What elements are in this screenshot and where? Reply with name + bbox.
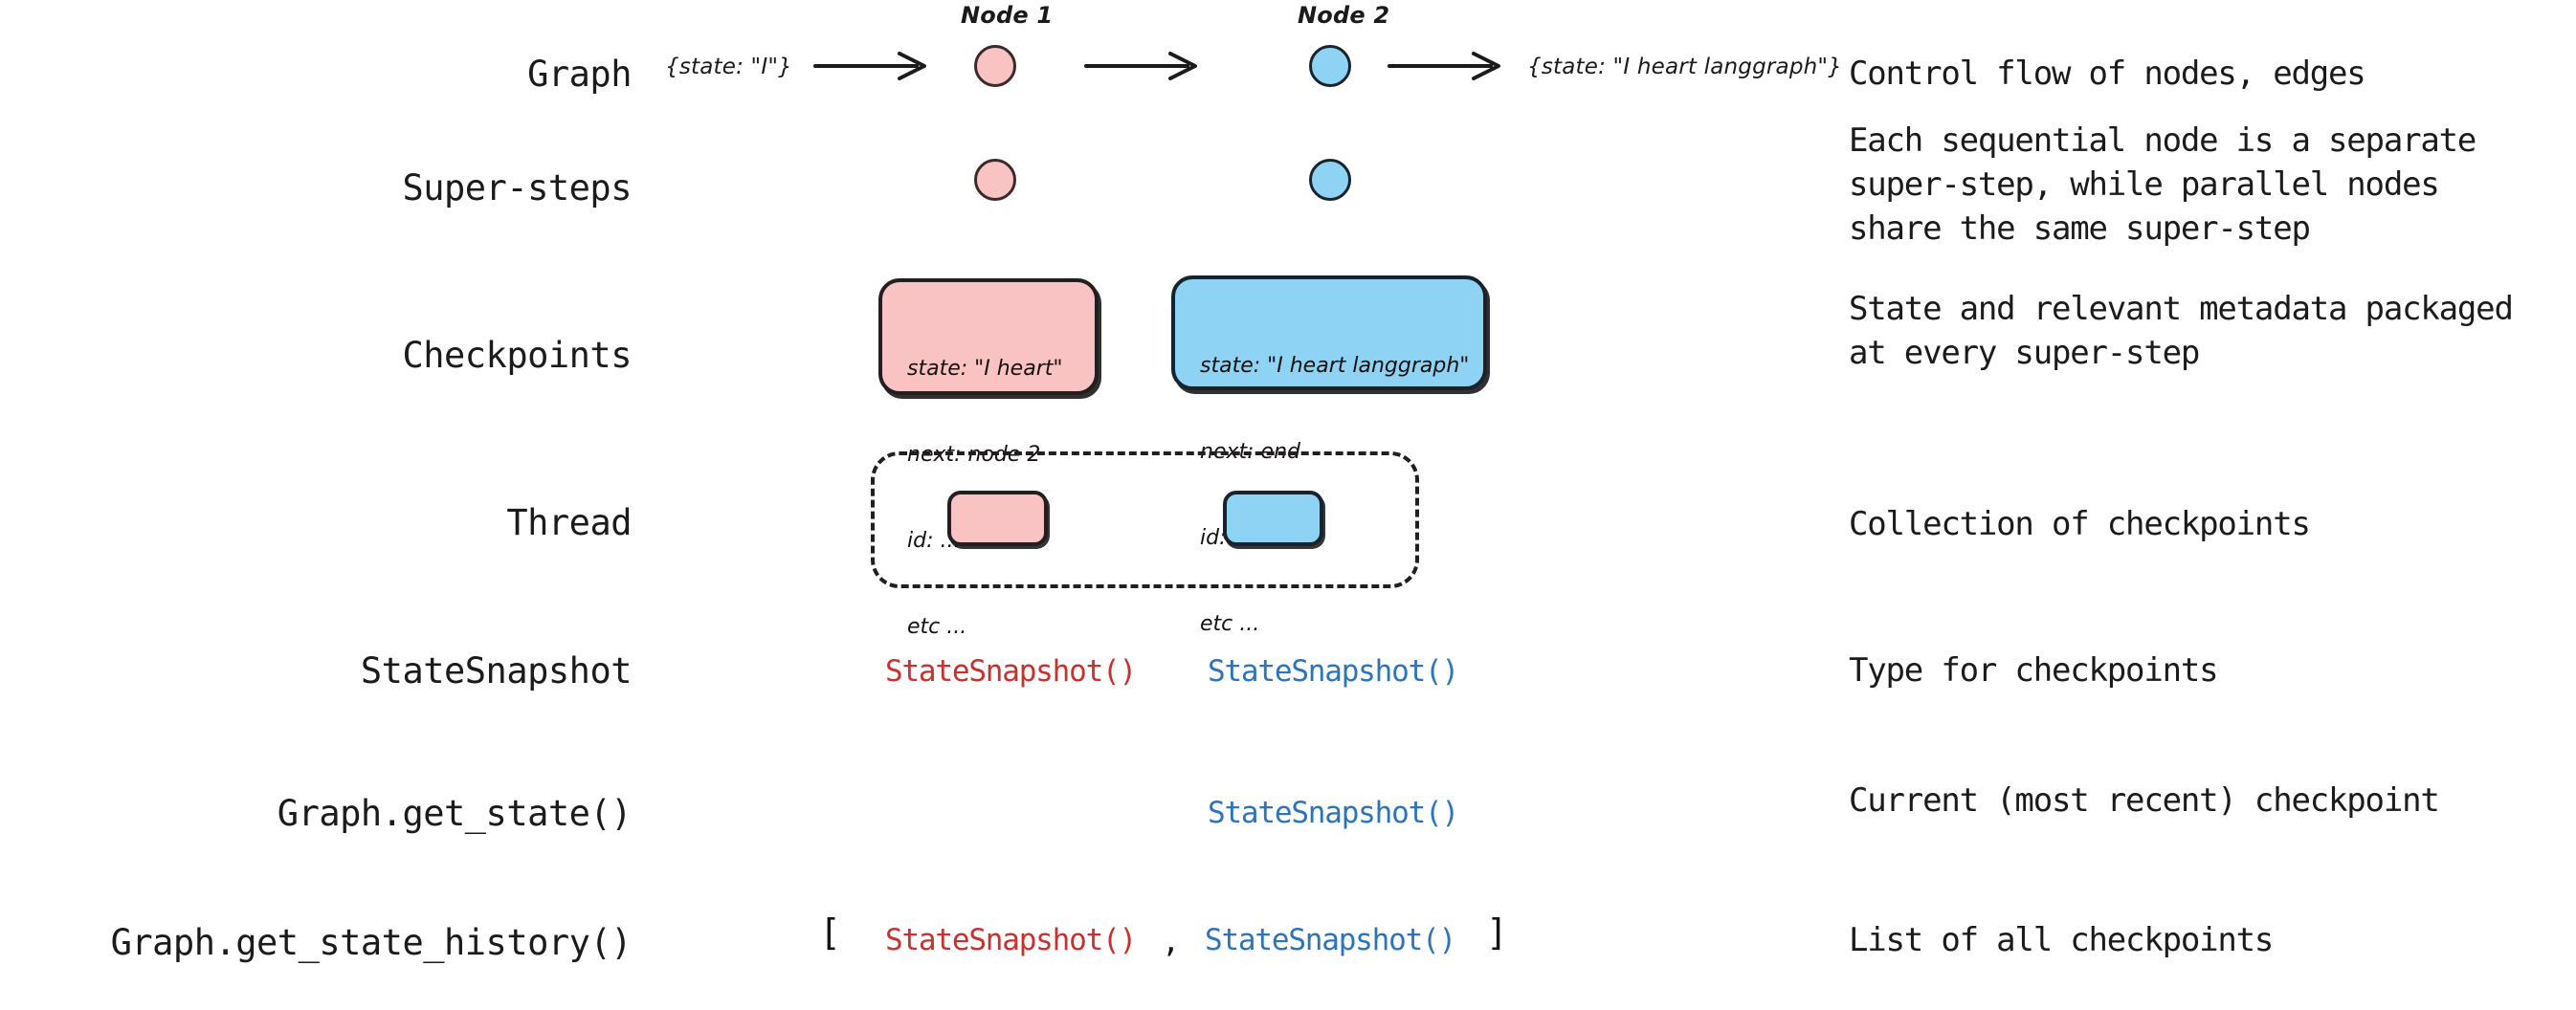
row-desc-thread: Collection of checkpoints	[1849, 505, 2311, 543]
row-desc-get-state-history: List of all checkpoints	[1849, 921, 2274, 959]
row-label-graph: Graph	[527, 54, 632, 95]
checkpoint-box-node2: state: "I heart langgraph" next: end id:…	[1171, 275, 1487, 636]
graph-output-state-label: {state: "I heart langgraph"}	[1527, 55, 1843, 79]
row-label-statesnapshot: StateSnapshot	[360, 650, 633, 692]
node1-title-label: Node 1	[961, 2, 1054, 29]
row-label-super-steps: Super-steps	[402, 167, 632, 209]
statesnapshot-blue-row6: StateSnapshot()	[1208, 796, 1459, 830]
history-open-bracket: [	[819, 911, 841, 954]
graph-node-2-circle	[1309, 45, 1351, 87]
history-close-bracket: ]	[1486, 911, 1508, 954]
history-separator-comma: ,	[1162, 923, 1181, 959]
statesnapshot-blue-row5: StateSnapshot()	[1208, 654, 1459, 689]
checkpoint-node1-etc: etc ...	[907, 615, 967, 639]
row-label-get-state-history: Graph.get_state_history()	[110, 922, 633, 963]
row-desc-get-state: Current (most recent) checkpoint	[1849, 781, 2440, 820]
row-label-checkpoints: Checkpoints	[402, 335, 632, 376]
superstep-node-1-circle	[974, 159, 1016, 201]
thread-dashed-container	[871, 451, 1419, 588]
statesnapshot-red-row5: StateSnapshot()	[885, 654, 1137, 689]
graph-arrow-1	[813, 52, 926, 80]
graph-arrow-3	[1388, 52, 1500, 80]
thread-checkpoint-mini-node1	[947, 491, 1048, 546]
graph-arrow-2	[1084, 52, 1197, 80]
row-label-get-state: Graph.get_state()	[277, 793, 633, 834]
row-desc-statesnapshot: Type for checkpoints	[1849, 651, 2219, 690]
checkpoint-box-node1: state: "I heart" next: node 2 id: ... et…	[878, 278, 1099, 639]
row-label-thread: Thread	[506, 502, 632, 543]
row-desc-graph: Control flow of nodes, edges	[1849, 55, 2366, 93]
checkpoint-node2-state: state: "I heart langgraph"	[1200, 354, 1470, 378]
checkpoint-node2-etc: etc ...	[1200, 612, 1260, 636]
row-desc-super-steps: Each sequential node is a separate super…	[1849, 121, 2476, 248]
node2-title-label: Node 2	[1298, 2, 1390, 29]
checkpoint-node1-state: state: "I heart"	[907, 357, 1063, 381]
graph-node-1-circle	[974, 45, 1016, 87]
statesnapshot-blue-row7: StateSnapshot()	[1205, 923, 1456, 957]
graph-input-state-label: {state: "I"}	[665, 55, 792, 79]
thread-checkpoint-mini-node2	[1223, 491, 1323, 546]
statesnapshot-red-row7: StateSnapshot()	[885, 923, 1137, 957]
superstep-node-2-circle	[1309, 159, 1351, 201]
row-desc-checkpoints: State and relevant metadata packaged at …	[1849, 290, 2514, 372]
